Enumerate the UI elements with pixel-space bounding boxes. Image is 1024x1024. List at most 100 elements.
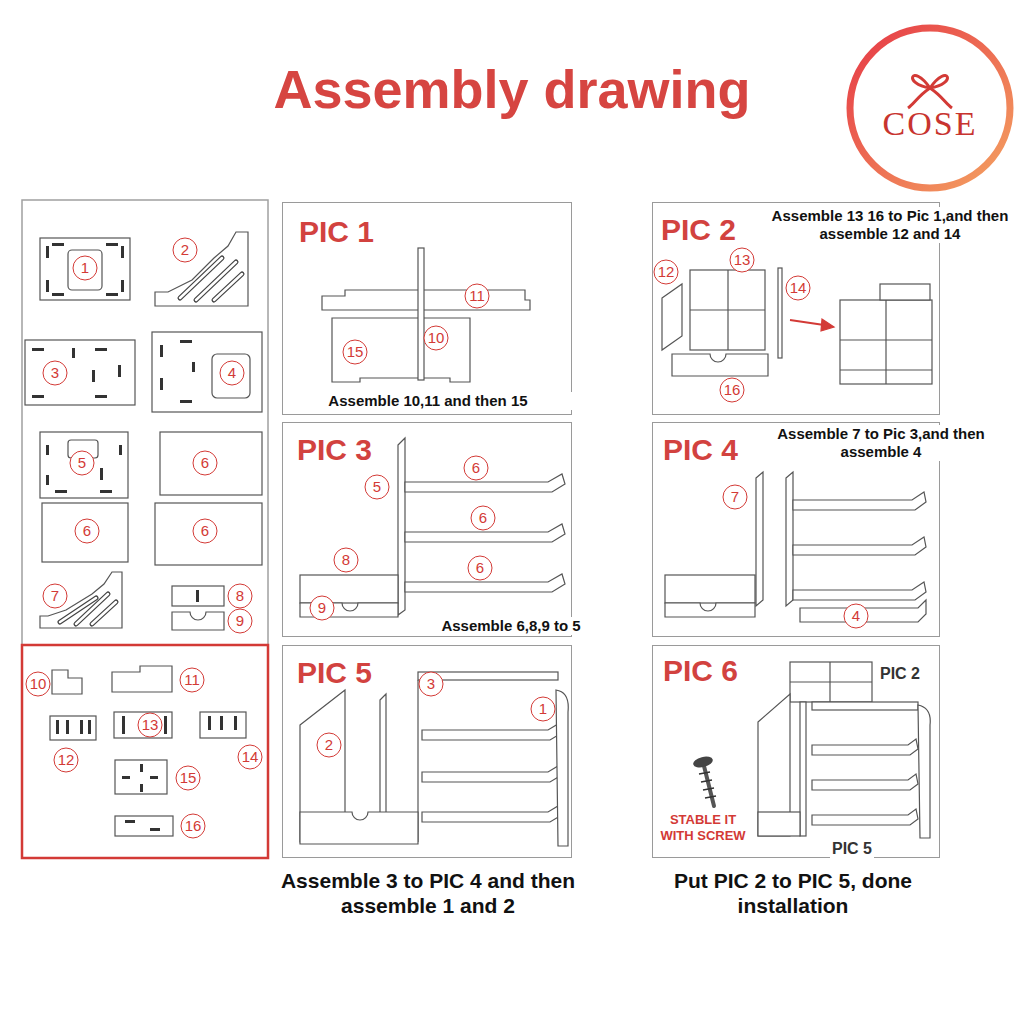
step-heading: PIC 6 xyxy=(663,656,738,686)
callout-number: 3 xyxy=(43,361,68,386)
callout-number: 5 xyxy=(365,475,390,500)
callout-number: 2 xyxy=(173,238,198,263)
drawing-polygon xyxy=(793,582,926,600)
drawing-polygon xyxy=(422,806,560,822)
drawing-polygon xyxy=(793,492,926,510)
drawing-rect xyxy=(121,280,124,292)
drawing-path xyxy=(908,76,952,108)
step-instruction: Assemble 7 to Pic 3,and then assemble 4 xyxy=(745,425,1017,461)
drawing-polygon xyxy=(422,766,560,782)
drawing-rect xyxy=(812,702,918,710)
drawing-rect xyxy=(22,200,268,858)
drawing-path xyxy=(398,438,405,615)
drawing-use xyxy=(180,258,242,300)
drawing-rect xyxy=(155,503,262,565)
drawing-line xyxy=(790,681,872,682)
callout-number: 1 xyxy=(531,697,556,722)
drawing-rect xyxy=(140,784,143,792)
drawing-ellipse xyxy=(692,755,714,770)
drawing-rect xyxy=(208,716,211,730)
drawing-polygon xyxy=(793,537,926,555)
drawing-rect xyxy=(114,712,172,738)
drawing-rect xyxy=(150,776,158,779)
drawing-rect xyxy=(164,716,167,734)
callout-number: 10 xyxy=(26,672,51,697)
callout-number: 12 xyxy=(654,260,679,285)
callout-number: 8 xyxy=(228,584,253,609)
drawing-line xyxy=(790,320,824,325)
drawing-rect xyxy=(100,468,103,480)
drawing-rect xyxy=(160,432,262,495)
drawing-rect xyxy=(690,270,765,350)
drawing-rect xyxy=(125,820,135,823)
callout-number: 7 xyxy=(723,485,748,510)
drawing-rect xyxy=(121,246,124,258)
drawing-rect xyxy=(119,445,122,455)
drawing-rect xyxy=(46,280,49,292)
drawing-rect xyxy=(46,445,49,455)
part-drawings xyxy=(25,232,262,836)
drawing-polygon xyxy=(812,809,918,825)
drawing-rect xyxy=(160,378,163,390)
drawing-line xyxy=(885,300,886,384)
drawing-rect xyxy=(40,432,128,498)
drawing-rect xyxy=(95,395,107,398)
drawing-path xyxy=(756,472,763,606)
drawing-use xyxy=(60,594,116,624)
drawing-rect xyxy=(118,365,121,377)
drawing-path xyxy=(699,772,716,798)
step-panel: PIC 2Assemble 13 16 to Pic 1,and then as… xyxy=(652,202,940,415)
screw-note: STABLE IT WITH SCREW xyxy=(658,812,748,845)
drawing-rect xyxy=(25,340,135,405)
step-instruction: Assemble 6,8,9 to 5 xyxy=(411,617,611,635)
drawing-rect xyxy=(42,503,128,562)
callout-number: 6 xyxy=(75,519,100,544)
drawing-rect xyxy=(234,716,237,730)
drawing-path xyxy=(52,670,82,694)
drawing-polygon xyxy=(40,572,122,628)
drawing-rect xyxy=(220,716,223,730)
drawing-path xyxy=(918,705,930,838)
drawing-rect xyxy=(200,712,246,738)
callout-number: 15 xyxy=(343,340,368,365)
drawing-rect xyxy=(72,348,75,358)
drawing-rect xyxy=(152,332,262,412)
drawing-rect xyxy=(122,776,130,779)
drawing-path xyxy=(300,812,418,844)
drawing-rect xyxy=(40,238,130,300)
pic1-drawing xyxy=(322,248,530,382)
drawing-rect xyxy=(46,475,49,485)
drawing-path xyxy=(786,472,793,606)
callout-number: 8 xyxy=(334,548,359,573)
drawing-rect xyxy=(180,340,192,343)
drawing-rect xyxy=(758,812,800,836)
drawing-polygon xyxy=(405,474,565,492)
drawing-rect xyxy=(100,490,112,493)
callout-number: 5 xyxy=(70,451,95,476)
drawing-rect xyxy=(196,590,199,602)
drawing-rect xyxy=(68,250,102,290)
drawing-path xyxy=(322,290,530,310)
drawing-polygon xyxy=(821,319,834,331)
drawing-polygon xyxy=(662,284,682,350)
callout-number: 14 xyxy=(786,276,811,301)
drawing-rect xyxy=(840,300,932,384)
drawing-path xyxy=(556,690,568,846)
pic6-drawing xyxy=(758,662,930,838)
drawing-rect xyxy=(106,243,118,246)
drawing-rect xyxy=(66,720,69,734)
step-heading: PIC 3 xyxy=(297,435,372,465)
drawing-rect xyxy=(115,816,173,836)
step-instruction: Put PIC 2 to PIC 5, done installation xyxy=(643,868,943,918)
drawing-path xyxy=(665,603,755,617)
callout-number: 10 xyxy=(424,326,449,351)
callout-number: 6 xyxy=(193,451,218,476)
drawing-polygon xyxy=(812,739,918,755)
drawing-rect xyxy=(55,490,67,493)
drawing-rect xyxy=(52,293,64,296)
step-panel: PIC 4Assemble 7 to Pic 3,and then assemb… xyxy=(652,422,940,637)
pic2-drawing xyxy=(662,268,932,384)
callout-number: 16 xyxy=(181,814,206,839)
drawing-rect xyxy=(56,720,59,734)
brand-logo-text: COSE xyxy=(883,105,978,143)
